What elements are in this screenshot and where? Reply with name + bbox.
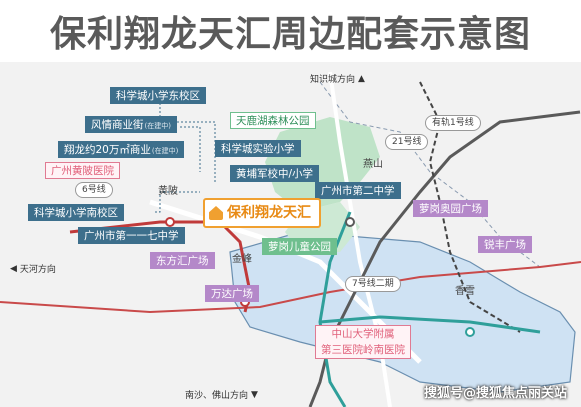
label-hospital: 广州黄陂医院 [45,162,120,179]
connector [180,126,201,172]
arrow-up-icon: ▲ [358,73,365,84]
label-school: 科学城小学东校区 [110,87,206,104]
page-title: 保利翔龙天汇周边配套示意图 [49,14,531,55]
label-commercial-street: 风情商业街(在建中) [85,116,177,133]
project-label: 保利翔龙天汇 [203,198,321,228]
label-ruifeng: 锐丰广场 [478,236,532,253]
rail-label-7: 7号线二期 [345,276,401,292]
station-huangbei [165,217,175,227]
label-south-campus: 科学城小学南校区 [28,204,124,221]
place-jinfeng: 金峰 [232,254,252,265]
label-commercial-area: 翔龙约20万㎡商业(在建中) [58,141,185,158]
label-hospital-sysu: 中山大学附属 第三医院岭南医院 [315,325,411,359]
road [0,261,581,314]
station-xiangxue [465,327,475,337]
label-no2-school: 广州市第二中学 [315,182,401,199]
label-wanda: 万达广场 [205,285,259,302]
place-yanshan: 燕山 [363,159,383,170]
place-huangbei: 黄陂 [158,186,178,197]
rail-label-6: 6号线 [75,182,113,198]
label-no117-school: 广州市第一一七中学 [78,227,185,244]
home-icon [209,206,223,220]
label-military-school: 黄埔军校中/小学 [230,165,320,182]
label-children-park: 萝岗儿童公园 [262,238,337,255]
rail-label-21: 21号线 [385,134,429,150]
arrow-left-icon: ◀ [10,263,17,274]
arrow-down-icon: ▼ [251,389,258,400]
watermark: 搜狐号@搜狐焦点丽关站 [423,386,567,401]
label-dongfanghui: 东方汇广场 [150,252,215,269]
label-experimental-school: 科学城实验小学 [215,140,301,157]
label-forest-park: 天鹿湖森林公园 [230,112,316,129]
station-yanshan [345,217,355,227]
direction-north: 知识城方向▲ [310,73,365,86]
place-xiangxue: 香雪 [455,286,475,297]
metro-line-21 [308,110,581,407]
rail-label-tram: 有轨1号线 [425,115,481,131]
connector [155,191,200,213]
district-area [229,231,576,393]
label-aoyuan: 萝岗奥园广场 [413,200,488,217]
direction-west: ◀天河方向 [10,263,56,276]
metro-line-7-b [319,315,541,334]
direction-south: 南沙、佛山方向▼ [185,389,258,402]
